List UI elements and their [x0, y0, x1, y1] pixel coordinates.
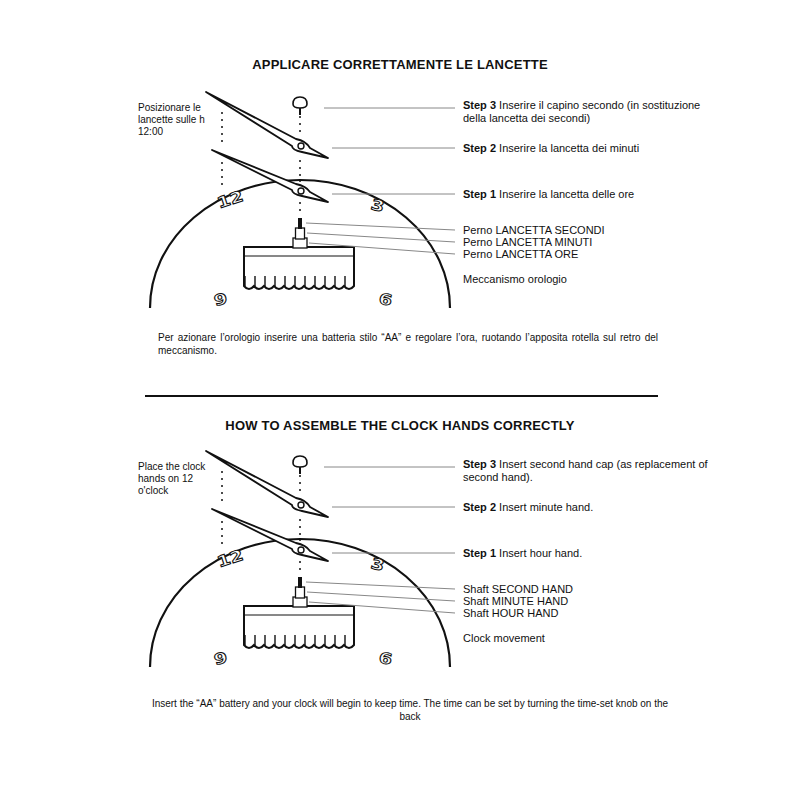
part-label: Shaft HOUR HAND — [463, 607, 703, 620]
step-instruction: Step 2 Inserire la lancetta dei minuti — [463, 142, 713, 155]
dial-number: 9 — [213, 291, 229, 309]
part-label: Shaft SECOND HAND — [463, 583, 703, 596]
dial-number: 3 — [369, 197, 386, 215]
page-title: HOW TO ASSEMBLE THE CLOCK HANDS CORRECTL… — [150, 419, 650, 434]
step-instruction: Step 2 Insert minute hand. — [463, 501, 713, 514]
dial-number: 9 — [213, 650, 229, 668]
step-instruction: Step 3 Inserire il capino secondo (in so… — [463, 99, 713, 124]
dial-number: 12 — [215, 547, 245, 570]
part-label: Perno LANCETTA MINUTI — [463, 236, 703, 249]
step-instruction: Step 1 Insert hour hand. — [463, 547, 713, 560]
part-label: Perno LANCETTA SECONDI — [463, 224, 703, 237]
step-number: Step 2 — [463, 142, 496, 154]
step-text: Inserire la lancetta delle ore — [499, 188, 634, 200]
step-instruction: Step 1 Inserire la lancetta delle ore — [463, 188, 713, 201]
dial-number: 6 — [378, 650, 394, 668]
part-label: Meccanismo orologio — [463, 273, 703, 286]
step-text: Insert hour hand. — [499, 547, 582, 559]
step-text: Insert minute hand. — [499, 501, 593, 513]
dial-number: 3 — [369, 556, 386, 574]
part-label: Perno LANCETTA ORE — [463, 248, 703, 261]
step-number: Step 3 — [463, 458, 496, 470]
instruction-paragraph: Insert the “AA” battery and your clock w… — [150, 697, 670, 723]
step-number: Step 3 — [463, 99, 496, 111]
step-number: Step 2 — [463, 501, 496, 513]
step-number: Step 1 — [463, 188, 496, 200]
step-text: Insert second hand cap (as replacement o… — [463, 458, 708, 483]
part-label: Clock movement — [463, 632, 703, 645]
instruction-note: Posizionare le lancette sulle h 12:00 — [138, 102, 224, 138]
step-text: Inserire la lancetta dei minuti — [499, 142, 639, 154]
dial-number: 12 — [215, 188, 245, 211]
instruction-paragraph: Per azionare l’orologio inserire una bat… — [158, 331, 658, 357]
step-instruction: Step 3 Insert second hand cap (as replac… — [463, 458, 713, 483]
step-text: Inserire il capino secondo (in sostituzi… — [463, 99, 700, 124]
page-title: APPLICARE CORRETTAMENTE LE LANCETTE — [150, 58, 650, 73]
part-label: Shaft MINUTE HAND — [463, 595, 703, 608]
instruction-note: Place the clock hands on 12 o'clock — [138, 461, 224, 497]
step-number: Step 1 — [463, 547, 496, 559]
dial-number: 6 — [378, 291, 394, 309]
